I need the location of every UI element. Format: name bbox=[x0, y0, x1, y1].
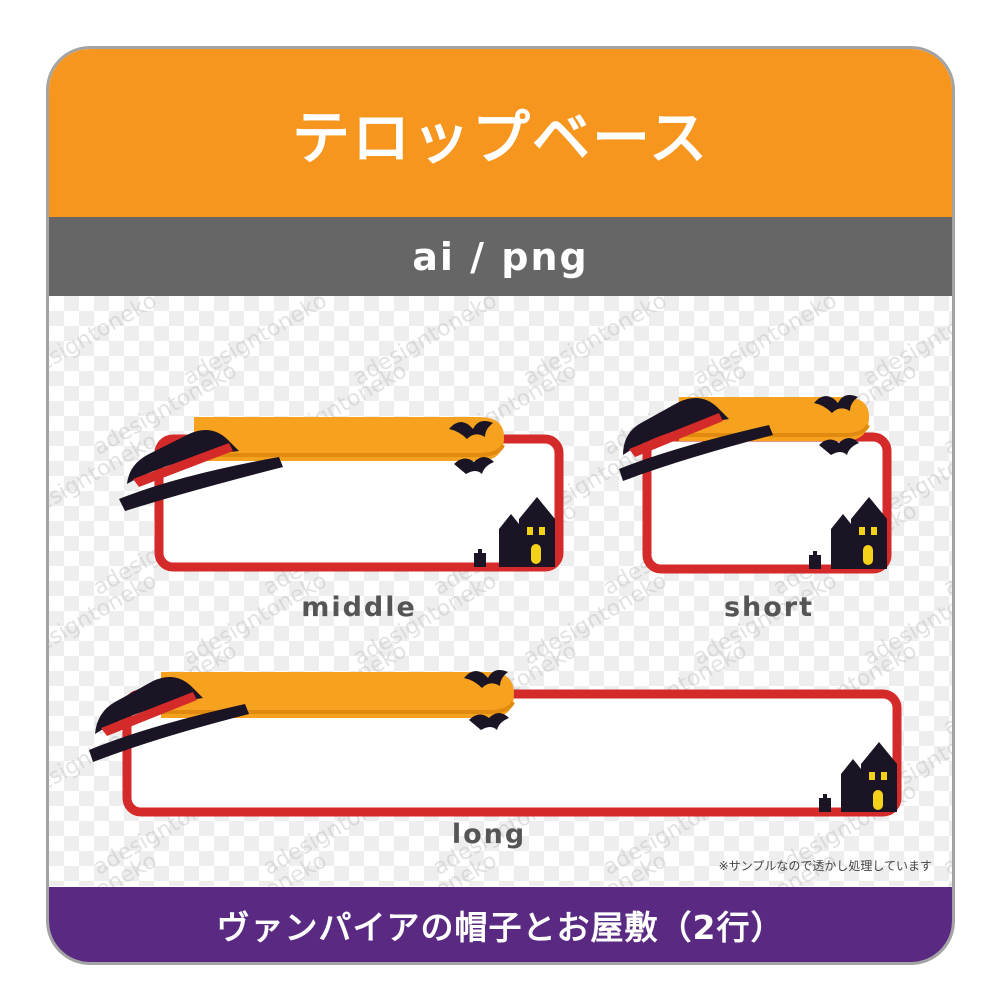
bat-icon bbox=[449, 421, 494, 474]
page-title: テロップベース bbox=[291, 104, 710, 172]
bat-icon bbox=[464, 670, 509, 730]
haunted-house-icon bbox=[819, 742, 897, 812]
haunted-house-icon bbox=[809, 497, 887, 569]
format-bar: ai / png bbox=[49, 217, 952, 296]
haunted-house-icon bbox=[474, 497, 555, 567]
bat-icon bbox=[814, 395, 859, 455]
format-label: ai / png bbox=[412, 234, 589, 279]
product-name: ヴァンパイアの帽子とお屋敷（2行） bbox=[216, 907, 785, 947]
header-bar: テロップベース bbox=[49, 49, 952, 217]
sample-label-short: short bbox=[723, 592, 815, 623]
top-hat-icon bbox=[89, 677, 249, 762]
sample-label-long: long bbox=[451, 819, 527, 850]
top-hat-icon bbox=[619, 398, 773, 481]
telop-frame-long bbox=[89, 670, 902, 817]
sample-label-middle: middle bbox=[301, 592, 417, 623]
top-hat-icon bbox=[119, 430, 283, 511]
footer-bar: ヴァンパイアの帽子とお屋敷（2行） bbox=[49, 887, 952, 962]
telop-frame-short bbox=[619, 395, 892, 574]
telop-frame-middle bbox=[119, 417, 564, 572]
sample-note: ※サンプルなので透かし処理しています bbox=[718, 859, 932, 873]
